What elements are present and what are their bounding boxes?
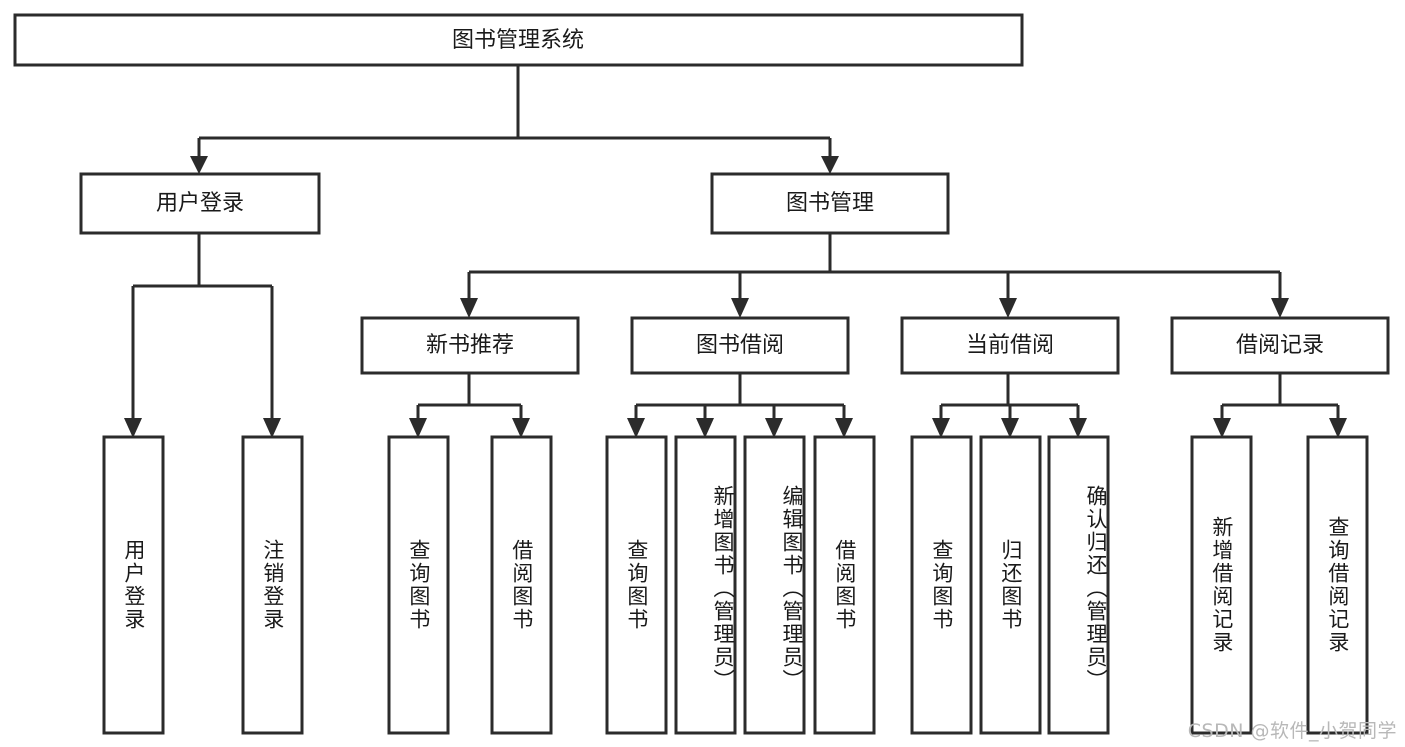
node-user-login[interactable] [79,172,321,235]
node-leaf-edit-book[interactable] [743,435,806,735]
node-leaf-borrow-book-2[interactable] [813,435,876,735]
node-leaf-query-book-3[interactable] [910,435,973,735]
node-user-login-label: 用户登录 [156,191,244,216]
arrowhead-new-book-recommend [460,298,478,318]
arrowhead-leaf-add-record [1213,418,1231,438]
node-leaf-user-logout[interactable] [241,435,304,735]
arrowhead-leaf-user-logout [263,418,281,438]
node-leaf-query-book-2[interactable] [605,435,668,735]
node-book-management[interactable] [710,172,950,235]
arrowhead-leaf-borrow-book-1 [512,418,530,438]
node-book-borrow-label: 图书借阅 [696,333,784,358]
connector-group-new-book-recommend [409,373,530,438]
node-book-management-label: 图书管理 [786,191,874,216]
connector-group-borrow-record [1213,373,1347,438]
arrowhead-leaf-confirm-return [1069,418,1087,438]
arrowhead-user-login [190,156,208,174]
connector-group-book-borrow [627,373,853,438]
arrowhead-leaf-add-book [696,418,714,438]
arrowhead-leaf-query-book-3 [932,418,950,438]
node-leaf-user-login[interactable] [102,435,165,735]
arrowhead-borrow-record [1271,298,1289,318]
node-leaf-query-record[interactable] [1306,435,1369,735]
node-leaf-add-book[interactable] [674,435,737,735]
connector-group-book-management [460,233,1289,318]
connector-group-root [190,66,839,174]
node-leaf-confirm-return[interactable] [1047,435,1110,735]
arrowhead-leaf-return-book [1001,418,1019,438]
node-current-borrow-label: 当前借阅 [966,333,1054,358]
node-borrow-record[interactable] [1170,316,1390,375]
csdn-watermark: CSDN @软件_小贺同学 [1187,720,1397,742]
arrowhead-leaf-user-login [124,418,142,438]
arrowhead-leaf-edit-book [765,418,783,438]
node-leaf-add-record[interactable] [1190,435,1253,735]
node-leaf-query-book-1[interactable] [387,435,450,735]
node-new-book-recommend[interactable] [360,316,580,375]
arrowhead-book-borrow [731,298,749,318]
arrowhead-leaf-query-book-2 [627,418,645,438]
node-borrow-record-label: 借阅记录 [1236,333,1324,358]
node-current-borrow[interactable] [900,316,1120,375]
node-new-book-recommend-label: 新书推荐 [426,333,514,358]
connector-group-user-login [124,233,281,438]
node-root[interactable] [13,13,1024,67]
arrowhead-current-borrow [999,298,1017,318]
node-leaf-return-book[interactable] [979,435,1042,735]
arrowhead-leaf-query-book-1 [409,418,427,438]
arrowhead-leaf-query-record [1329,418,1347,438]
arrowhead-book-management [821,156,839,174]
node-book-borrow[interactable] [630,316,850,375]
connector-group-current-borrow [932,373,1087,438]
node-root-label: 图书管理系统 [452,28,584,53]
arrowhead-leaf-borrow-book-2 [835,418,853,438]
node-leaf-borrow-book-1[interactable] [490,435,553,735]
